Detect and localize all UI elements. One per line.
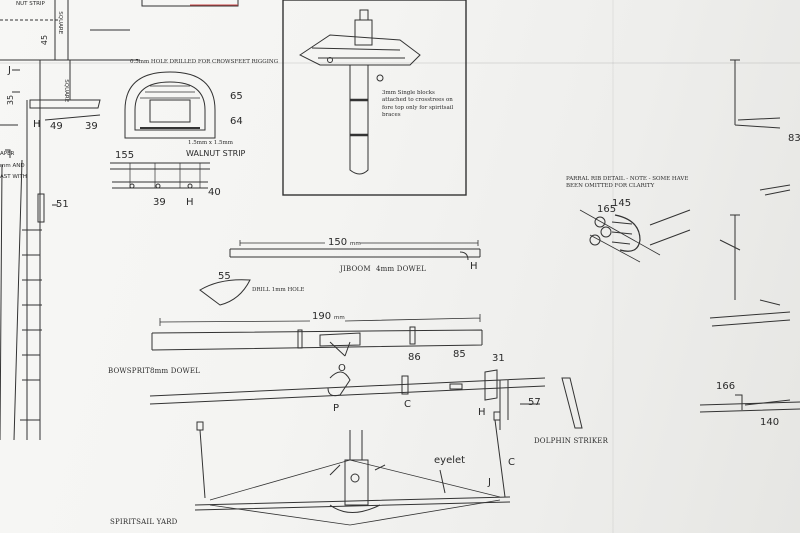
label-n39-bottom: 39 bbox=[153, 197, 166, 208]
label-n55: 55 bbox=[218, 271, 231, 282]
label-eyelet: eyelet bbox=[434, 455, 466, 466]
label-mm190: mm bbox=[334, 315, 345, 321]
label-n140: 140 bbox=[760, 417, 780, 428]
label-j-yard: J bbox=[488, 477, 491, 488]
label-c-right: C bbox=[508, 457, 515, 468]
label-h-jib: H bbox=[470, 261, 478, 272]
label-square-upper: SQUARE bbox=[57, 11, 64, 35]
label-ast-with: AST WITH bbox=[0, 174, 27, 180]
label-aper: APER bbox=[0, 151, 15, 157]
label-walnut-strip: WALNUT STRIP bbox=[186, 149, 246, 158]
label-h-bottom: H bbox=[186, 197, 194, 208]
label-n86: 86 bbox=[408, 352, 421, 363]
label-n51: 51 bbox=[56, 199, 69, 210]
mast-drawing bbox=[0, 0, 140, 441]
label-n190: 190 bbox=[312, 311, 332, 322]
label-n31: 31 bbox=[492, 353, 505, 364]
label-c-mid: C bbox=[404, 399, 411, 410]
label-n57: 57 bbox=[528, 397, 541, 408]
label-bowsprit-dowel: 8mm DOWEL bbox=[150, 367, 201, 375]
label-n145: 145 bbox=[612, 198, 632, 209]
label-strip-size: 1.5mm x 1.5mm bbox=[188, 140, 233, 146]
label-mm150: mm bbox=[350, 241, 361, 247]
label-n150: 150 bbox=[328, 237, 348, 248]
jiboom-drawing bbox=[229, 240, 481, 261]
label-bowsprit: BOWSPRIT bbox=[108, 367, 151, 375]
label-drill-note: 0.5mm HOLE DRILLED FOR CROWSFEET RIGGING bbox=[130, 59, 279, 65]
label-p: P bbox=[333, 403, 340, 414]
label-nut-strip: NUT STRIP bbox=[16, 1, 45, 7]
label-n39-left: 39 bbox=[85, 121, 98, 132]
label-jiboom-dowel: 4mm DOWEL bbox=[376, 265, 427, 273]
label-n40: 40 bbox=[208, 187, 221, 198]
label-n64: 64 bbox=[230, 116, 243, 127]
label-dolphin-striker: DOLPHIN STRIKER bbox=[534, 437, 609, 445]
label-n49: 49 bbox=[50, 121, 63, 132]
label-n65: 65 bbox=[230, 91, 243, 102]
label-n166: 166 bbox=[716, 381, 736, 392]
label-square-lower: SQUARE bbox=[63, 79, 70, 103]
label-j-upper: J bbox=[8, 65, 11, 76]
label-n155: 155 bbox=[115, 150, 135, 161]
crosstree-illustration bbox=[282, 0, 467, 196]
label-spiritsail-yard: SPIRITSAIL YARD bbox=[110, 518, 178, 526]
label-n165: 165 bbox=[597, 204, 617, 215]
label-h-dolphin: H bbox=[478, 407, 486, 418]
label-o: O bbox=[338, 363, 346, 374]
label-n85: 85 bbox=[453, 349, 466, 360]
bowsprit-drawing bbox=[151, 279, 483, 357]
label-n83: 83 bbox=[788, 133, 800, 144]
label-mast-35: 35 bbox=[6, 94, 16, 106]
top-panel-edge bbox=[141, 0, 239, 7]
label-mm-and: mm AND bbox=[0, 163, 25, 169]
label-drill-1mm: DRILL 1mm HOLE bbox=[252, 287, 305, 293]
lower-bowsprit bbox=[149, 369, 583, 430]
label-h-left: H bbox=[33, 119, 41, 130]
right-details bbox=[699, 59, 800, 413]
parral-detail bbox=[579, 209, 691, 263]
top-detail bbox=[110, 71, 216, 189]
label-mast-45: 45 bbox=[40, 34, 50, 46]
label-blocks-note: 3mm Single blocks attached to crosstrees… bbox=[382, 90, 454, 119]
paper-fold-horizontal bbox=[0, 62, 800, 64]
spiritsail-yard bbox=[194, 411, 511, 526]
label-parral-note: PARRAL RIB DETAIL - NOTE - SOME HAVE BEE… bbox=[566, 176, 689, 190]
label-jiboom: JIBOOM bbox=[340, 265, 371, 273]
